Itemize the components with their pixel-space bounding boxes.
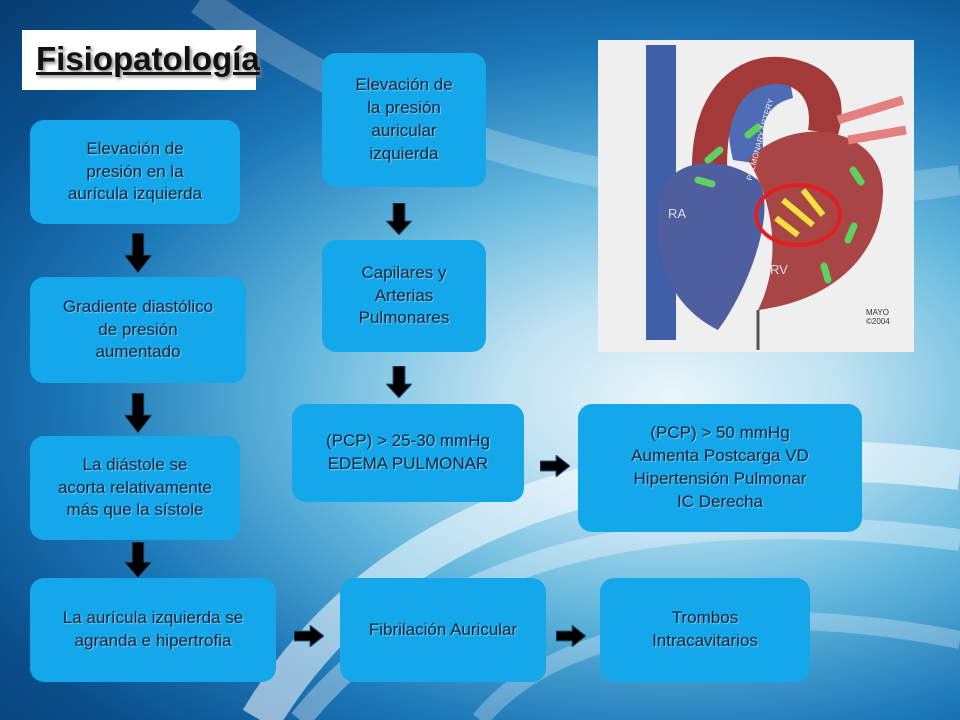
node-pcp-edema: (PCP) > 25-30 mmHg EDEMA PULMONAR	[292, 404, 524, 502]
arrow-down-5	[386, 366, 412, 398]
node-elevacion-presion-auricula: Elevación de presión en la aurícula izqu…	[30, 120, 240, 224]
heart-drawing	[598, 40, 914, 352]
arrow-right-3	[556, 625, 586, 647]
node-trombos: Trombos Intracavitarios	[600, 578, 810, 682]
arrow-down-1	[124, 233, 152, 273]
node-diastole-acorta: La diástole se acorta relativamente más …	[30, 436, 240, 540]
heart-label-rv: RV	[770, 262, 788, 277]
node-pcp-hipertension: (PCP) > 50 mmHg Aumenta Postcarga VD Hip…	[578, 404, 862, 532]
node-auricula-agranda: La aurícula izquierda se agranda e hiper…	[30, 578, 276, 682]
heart-credit: MAYO ©2004	[866, 308, 890, 326]
arrow-right-2	[294, 625, 324, 647]
arrow-down-3	[124, 542, 152, 578]
arrow-right-1	[540, 455, 570, 477]
node-fibrilacion: Fibrilación Auricular	[340, 578, 546, 682]
node-elevacion-presion-auricular-izquierda: Elevación de la presión auricular izquie…	[322, 53, 486, 187]
arrow-down-4	[386, 203, 412, 235]
heart-label-ra: RA	[668, 206, 687, 221]
arrow-down-2	[124, 393, 152, 433]
node-gradiente-diastolico: Gradiente diastólico de presión aumentad…	[30, 277, 246, 383]
heart-illustration: RA RV AORTA PULMONARY ARTERY MAYO ©2004	[598, 40, 914, 352]
node-capilares-arterias: Capilares y Arterias Pulmonares	[322, 240, 486, 352]
slide-title: Fisiopatología	[36, 40, 260, 77]
title-background	[22, 30, 256, 90]
